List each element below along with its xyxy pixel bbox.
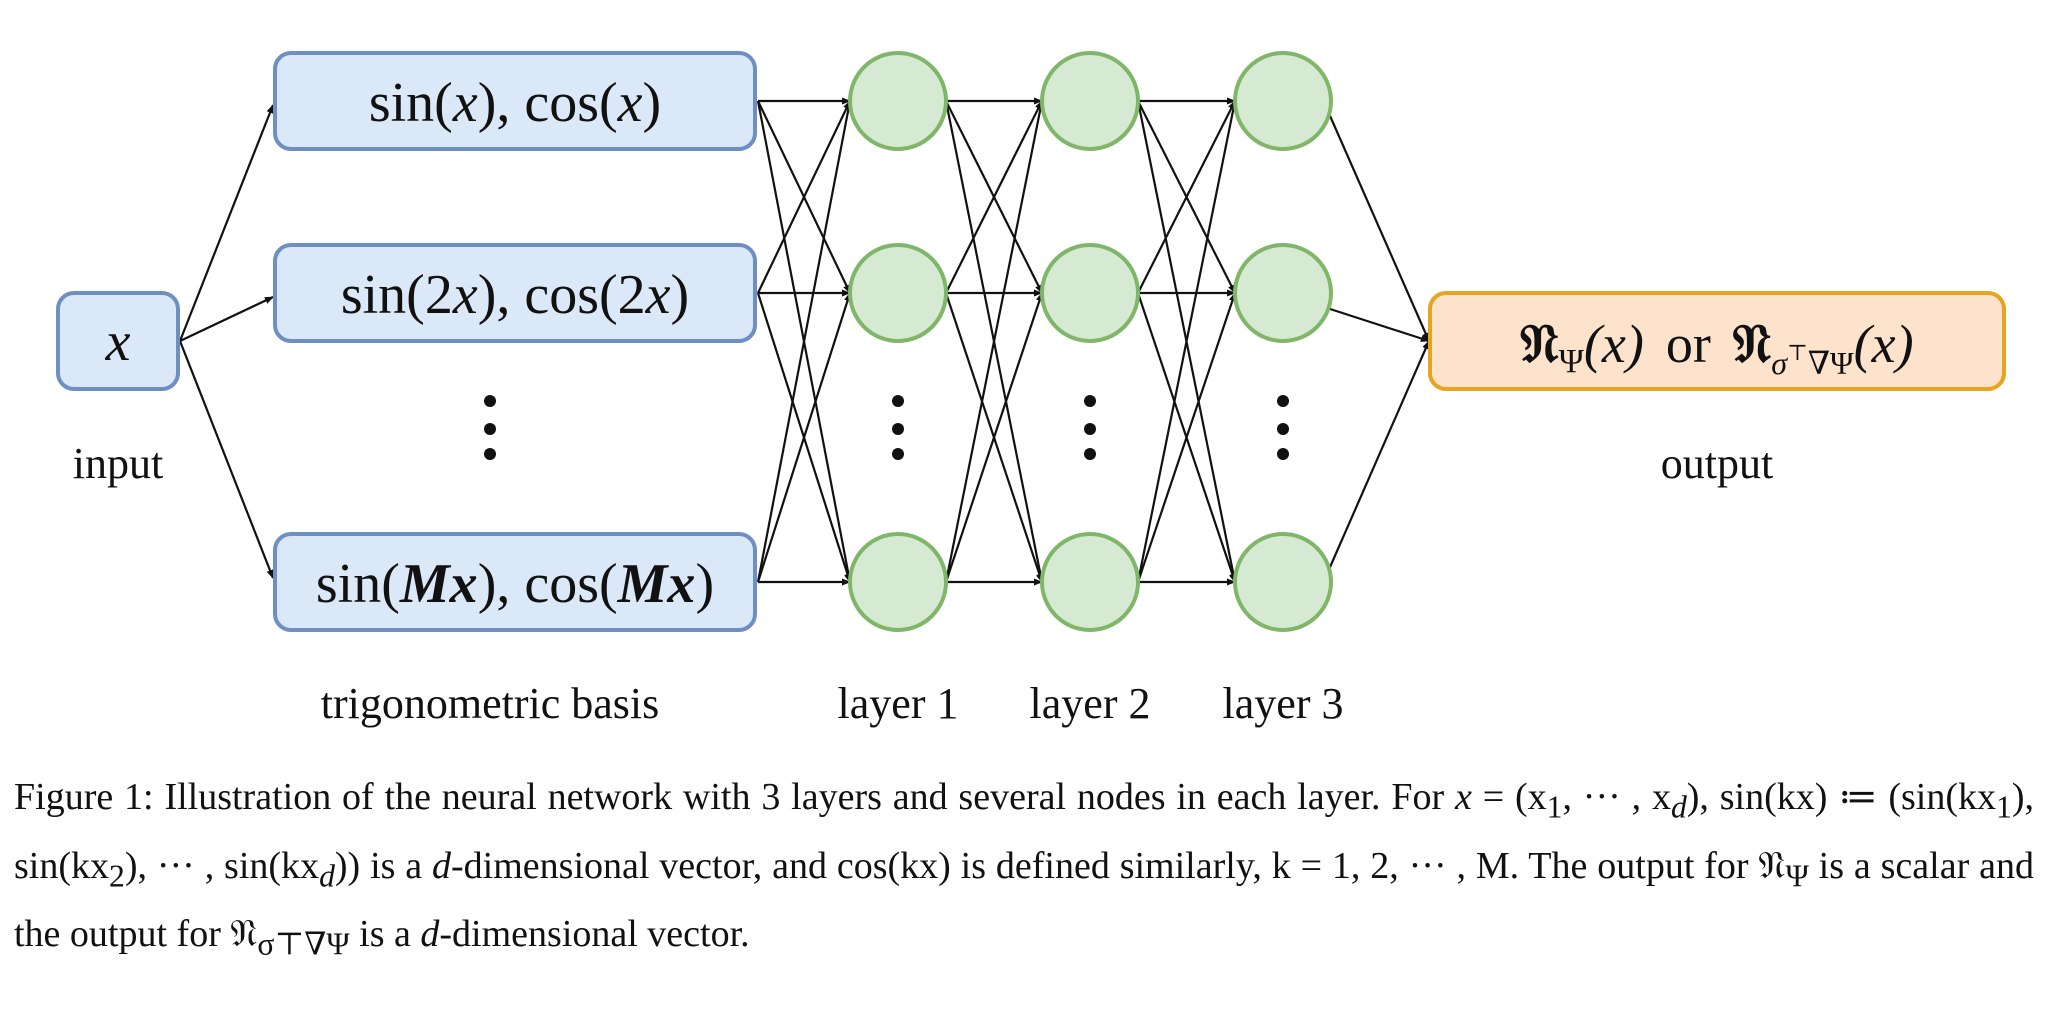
basis-box-1	[273, 51, 757, 151]
layer-1-node-2	[848, 243, 948, 343]
layer-3-label: layer 3	[1223, 679, 1344, 728]
layer-3-ellipsis	[1277, 395, 1289, 460]
layer-2-node-3-to-layer-3-node-1-arrow	[1136, 100, 1237, 583]
layer-1-node-1	[848, 51, 948, 151]
input-box	[56, 291, 180, 391]
layer-1-node-3	[848, 532, 948, 632]
layer-2-ellipsis	[1084, 395, 1096, 460]
layer-3-node-3-to-output-arrow	[1325, 340, 1431, 575]
neural-network-diagram: x input sin(x), cos(x) sin(2x), cos(2x) …	[56, 51, 2006, 728]
layer-3-node-1	[1233, 51, 1333, 151]
layer-2-node-2	[1040, 243, 1140, 343]
basis-3-to-layer-1-node-1-arrow	[756, 100, 853, 583]
layer-1-label: layer 1	[838, 679, 959, 728]
input-box-text: x	[105, 311, 131, 373]
basis-box-2-text: sin(2x), cos(2x)	[341, 264, 689, 326]
basis-2-to-layer-1-node-1-arrow	[757, 100, 851, 294]
layer-2-node-3	[1040, 532, 1140, 632]
basis-3-to-layer-1-node-2-arrow	[756, 292, 852, 583]
basis-label: trigonometric basis	[321, 679, 660, 728]
input-to-basis-2-arrow	[179, 296, 274, 342]
connection-arrows	[178, 97, 1431, 586]
basis-box-m-text: sin(Mx), cos(Mx)	[316, 553, 714, 615]
layer-1-node-3-to-layer-2-node-1-arrow	[944, 100, 1044, 583]
figure-caption: Figure 1: Illustration of the neural net…	[14, 776, 2035, 962]
layer-2-node-1	[1040, 51, 1140, 151]
layer-1-ellipsis	[892, 395, 904, 460]
output-box	[1428, 291, 2006, 391]
layer-1-node-3-to-layer-2-node-2-arrow	[944, 292, 1044, 583]
layer-2-label: layer 2	[1030, 679, 1151, 728]
layer-1-node-2-to-layer-2-node-1-arrow	[945, 100, 1043, 294]
input-to-basis-1-arrow	[178, 104, 275, 342]
basis-box-1-text: sin(x), cos(x)	[369, 72, 661, 134]
basis-box-m	[273, 532, 757, 632]
layer-2-node-2-to-layer-3-node-1-arrow	[1137, 100, 1236, 294]
layer-3-node-2-to-output-arrow	[1326, 306, 1430, 343]
layer-3-node-2	[1233, 243, 1333, 343]
basis-ellipsis	[484, 395, 496, 460]
basis-box-2	[273, 243, 757, 343]
layer-3-node-1-to-output-arrow	[1325, 108, 1431, 342]
input-to-basis-m-arrow	[178, 340, 275, 579]
output-label: output	[1661, 439, 1773, 488]
layer-2-node-3-to-layer-3-node-2-arrow	[1136, 292, 1237, 583]
input-label: input	[73, 439, 163, 488]
layer-3-node-3	[1233, 532, 1333, 632]
